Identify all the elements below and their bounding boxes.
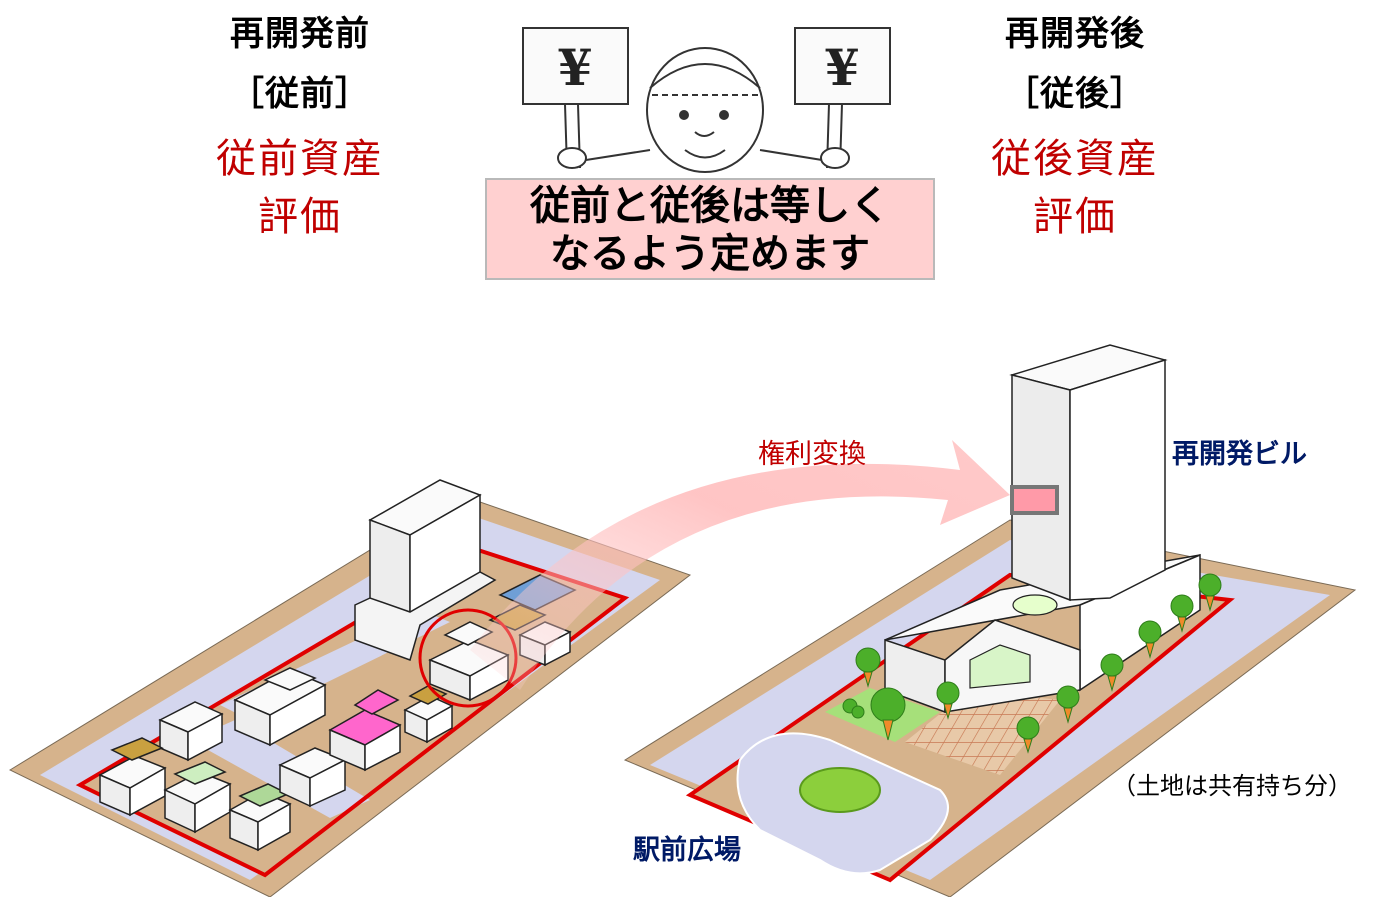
before-title: 再開発前 — [230, 14, 370, 54]
after-site-illustration — [623, 344, 1357, 897]
after-subtitle: ［従後］ — [1005, 74, 1145, 114]
after-asset-line2: 評価 — [1033, 194, 1117, 240]
land-ownership-note: （土地は共有持ち分） — [1112, 772, 1352, 800]
slogan-line1: 従前と従後は等しく — [530, 183, 890, 229]
before-asset-line1: 従前資産 — [216, 136, 384, 182]
station-plaza-label: 駅前広場 — [633, 835, 741, 866]
before-subtitle: ［従前］ — [230, 74, 370, 114]
yen-sign-left: ¥ — [558, 38, 593, 97]
before-asset-line2: 評価 — [258, 194, 342, 240]
after-heading: 再開発後 ［従後］ 従後資産 評価 — [975, 10, 1175, 246]
before-heading: 再開発前 ［従前］ 従前資産 評価 — [200, 10, 400, 246]
rights-conversion-label: 権利変換 — [758, 439, 866, 470]
slogan-line2: なるよう定めます — [550, 231, 870, 277]
slogan-banner: 従前と従後は等しく なるよう定めます — [485, 178, 935, 280]
after-title: 再開発後 — [1005, 14, 1145, 54]
redevelopment-building-label: 再開発ビル — [1172, 439, 1307, 470]
man-with-yen-signs-illustration — [522, 27, 891, 173]
highlighted-unit — [1010, 485, 1059, 515]
after-asset-line1: 従後資産 — [991, 136, 1159, 182]
yen-sign-right: ¥ — [825, 38, 860, 97]
conversion-arrow — [470, 440, 1010, 690]
